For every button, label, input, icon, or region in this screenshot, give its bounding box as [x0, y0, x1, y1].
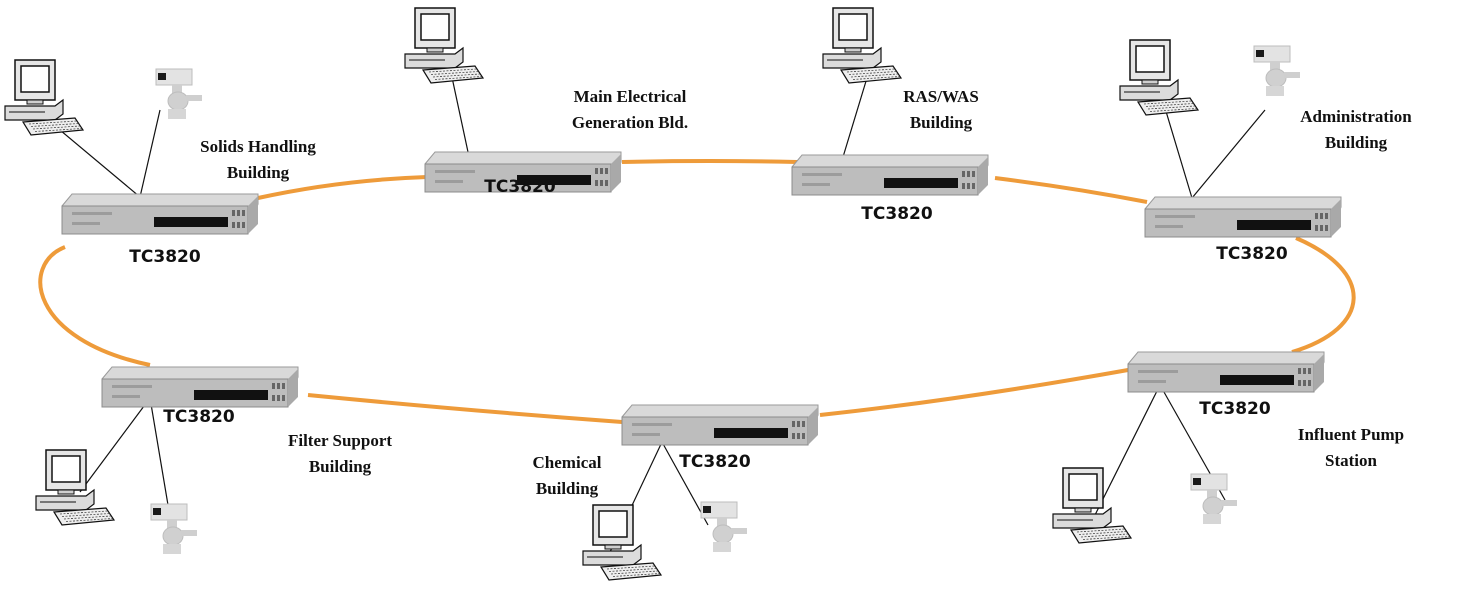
camera-icon-chemical: [700, 501, 747, 552]
building-label-chemical-line2: Building: [536, 479, 599, 498]
camera-link-administration: [1191, 109, 1266, 199]
building-label-main-electrical-line2: Generation Bld.: [572, 113, 688, 132]
building-label-filter-line1: Filter Support: [288, 431, 392, 450]
building-label-chemical-line1: Chemical: [533, 453, 602, 472]
building-label-administration-line1: Administration: [1300, 107, 1412, 126]
switch-device-influent: [1127, 351, 1325, 393]
pc-link-ras-was: [842, 67, 871, 158]
fiber-ring: [38, 159, 1356, 424]
ring-segment-admin-influent: [1291, 236, 1356, 354]
model-label-main-electrical: TC3820: [484, 177, 556, 197]
devices: [4, 7, 1342, 581]
camera-link-solids: [139, 109, 161, 198]
camera-icon-administration: [1253, 45, 1300, 96]
building-label-filter-line2: Building: [309, 457, 372, 476]
pc-link-solids: [47, 119, 141, 198]
pc-link-main-electrical: [449, 67, 469, 153]
switch-device-solids: [61, 193, 259, 235]
model-label-solids: TC3820: [129, 247, 201, 267]
building-label-ras-was-line1: RAS/WAS: [903, 87, 979, 106]
computer-icon-main-electrical: [404, 7, 485, 84]
computer-icon-ras-was: [822, 7, 903, 84]
computer-icon-filter: [35, 449, 116, 526]
camera-link-filter: [149, 397, 169, 506]
building-label-influent-line2: Station: [1325, 451, 1378, 470]
model-label-influent: TC3820: [1199, 399, 1271, 419]
device-connections: [47, 67, 1266, 553]
switch-device-main-electrical: [424, 151, 622, 193]
switch-device-ras-was: [791, 154, 989, 196]
model-label-chemical: TC3820: [679, 452, 751, 472]
switch-device-chemical: [621, 404, 819, 446]
ring-segment-main-raswas: [621, 159, 798, 164]
computer-icon-solids: [4, 59, 85, 136]
model-label-ras-was: TC3820: [861, 204, 933, 224]
ring-segment-influent-chem: [819, 368, 1129, 417]
switch-device-filter: [101, 366, 299, 408]
model-label-filter: TC3820: [163, 407, 235, 427]
computer-icon-administration: [1119, 39, 1200, 116]
camera-icon-filter: [150, 503, 197, 554]
computer-icon-influent: [1052, 467, 1133, 544]
ring-segment-filter-solids: [38, 245, 151, 367]
switch-device-administration: [1144, 196, 1342, 238]
camera-icon-influent: [1190, 473, 1237, 524]
pc-link-filter: [79, 397, 151, 493]
ring-segment-chem-filter: [307, 393, 623, 424]
model-label-administration: TC3820: [1216, 244, 1288, 264]
ring-segment-raswas-admin: [994, 176, 1148, 204]
camera-link-chemical: [661, 441, 709, 526]
pc-link-administration: [1164, 107, 1193, 199]
building-label-ras-was-line2: Building: [910, 113, 973, 132]
pc-link-influent: [1094, 384, 1161, 516]
building-label-influent-line1: Influent Pump: [1298, 425, 1404, 444]
building-label-solids-line2: Building: [227, 163, 290, 182]
computer-icon-chemical: [582, 504, 663, 581]
building-label-main-electrical-line1: Main Electrical: [574, 87, 687, 106]
building-label-solids-line1: Solids Handling: [200, 137, 316, 156]
building-label-administration-line2: Building: [1325, 133, 1388, 152]
camera-icon-solids: [155, 68, 202, 119]
ring-segment-solids-main: [257, 175, 428, 200]
